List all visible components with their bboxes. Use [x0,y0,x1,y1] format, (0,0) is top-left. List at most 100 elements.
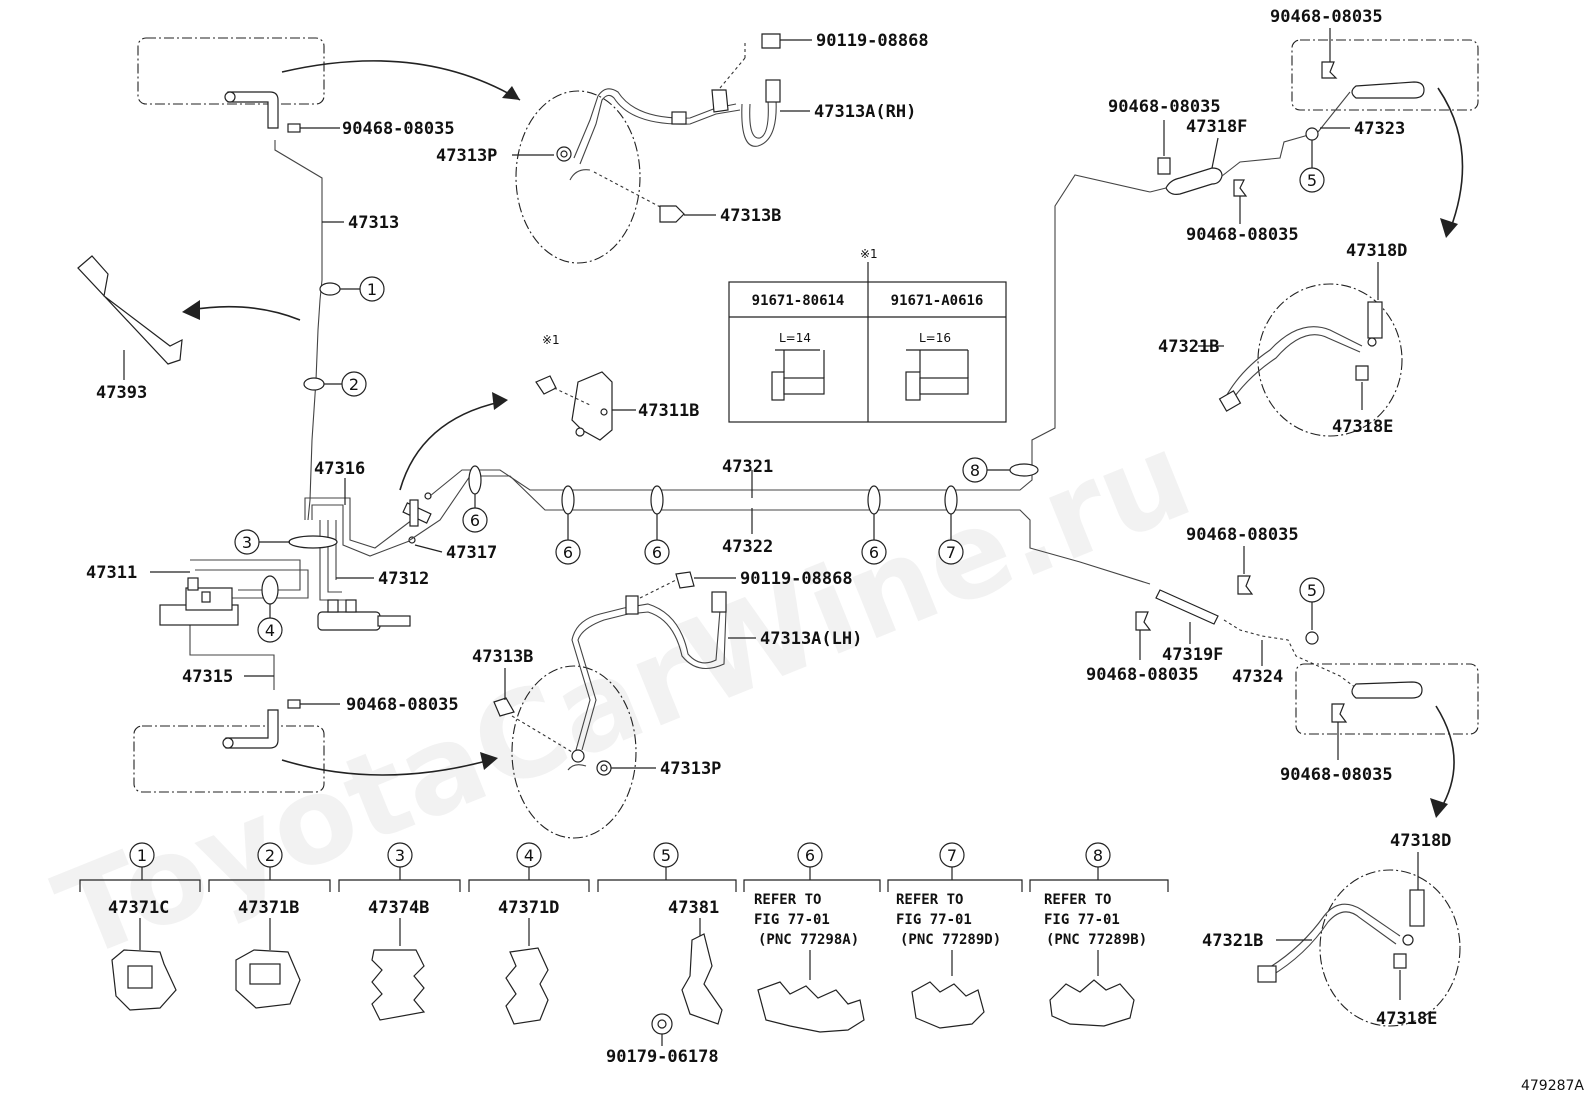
label-47313P-top: 47313P [436,146,497,166]
master-cylinder-cluster [159,497,413,690]
svg-text:8: 8 [1093,846,1103,865]
label-47318F: 47318F [1186,117,1247,137]
label-47321: 47321 [722,457,773,477]
callout-2: 2 [303,371,367,397]
legend-part-4: 47371D [498,898,559,918]
svg-text:3: 3 [395,846,405,865]
label-47316: 47316 [314,459,365,479]
legend-item-6: 6 REFER TO FIG 77-01 (PNC 77298A) [754,842,865,1033]
svg-text:2: 2 [349,375,359,394]
callout-6d: 6 [861,514,887,565]
legend-refer-7-line1: REFER TO [896,892,963,908]
label-90468-r2: 90468-08035 [1186,225,1299,245]
label-47323: 47323 [1354,119,1405,139]
label-47318E-bot: 47318E [1376,1009,1437,1029]
svg-text:1: 1 [367,280,377,299]
label-47324: 47324 [1232,667,1283,687]
callout-6c: 6 [644,514,670,565]
label-47318D-bot: 47318D [1390,831,1451,851]
label-47313B-top: 47313B [720,206,781,226]
callout-8: 8 [962,457,1010,483]
bolt-table-col2-len: L=16 [919,331,951,345]
rear-left-wheel-region: 90468-08035 [133,695,498,793]
legend-refer-7-line3: (PNC 77289D) [900,932,1001,948]
watermark: ToyotaCarWine.ru [39,406,1209,987]
rear-right-top-hose: 47318D 47321B 47318E [1158,241,1407,437]
label-47322: 47322 [722,537,773,557]
label-47313A-rh: 47313A(RH) [814,102,916,122]
legend-item-3: 3 47374B [368,842,429,1021]
svg-text:5: 5 [661,846,671,865]
legend-part-3: 47374B [368,898,429,918]
legend-item-4: 4 47371D [498,842,559,1025]
label-47313P-bot: 47313P [660,759,721,779]
label-47318E-top: 47318E [1332,417,1393,437]
legend-part-5: 47381 [668,898,719,918]
callout-3: 3 [234,529,290,555]
front-left-wheel-region [137,37,521,129]
legend-part-1: 47371C [108,898,169,918]
union-47317 [399,392,508,544]
label-90468-bl: 90468-08035 [346,695,459,715]
bolt-table-col1-len: L=14 [779,331,811,345]
svg-text:4: 4 [265,621,275,640]
bolt-table-col2-part: 91671-A0616 [891,293,984,309]
bolt-table-col1-part: 91671-80614 [752,293,845,309]
svg-text:7: 7 [946,543,956,562]
label-47312: 47312 [378,569,429,589]
label-47311B: 47311B [638,401,699,421]
label-47311: 47311 [86,563,137,583]
label-90468-tr: 90468-08035 [1270,7,1383,27]
callout-4: 4 [257,604,283,643]
legend: 1 47371C 2 47371B 3 47374B 4 [79,842,1169,1067]
figure-code: 479287A [1521,1078,1584,1094]
legend-refer-7-line2: FIG 77-01 [896,912,972,928]
label-47393: 47393 [96,383,147,403]
ref-symbol-table: ※1 [860,247,878,261]
callout-1: 1 [319,276,385,302]
label-47317: 47317 [446,543,497,563]
label-90468-tl: 90468-08035 [342,119,455,139]
ref-symbol-47311B: ※1 [542,333,560,347]
legend-refer-6-line1: REFER TO [754,892,821,908]
pipe-47313: 47313 [274,140,399,521]
svg-text:1: 1 [137,846,147,865]
legend-sub-5: 90179-06178 [606,1047,719,1067]
svg-text:4: 4 [524,846,534,865]
rear-right-top-region: 90468-08035 90468-08035 47318F 90468-080… [1108,7,1479,245]
bracket-47393: 47393 [77,255,301,403]
svg-text:6: 6 [805,846,815,865]
legend-item-5: 5 47381 90179-06178 [606,842,723,1067]
svg-text:6: 6 [563,543,573,562]
svg-text:6: 6 [470,511,480,530]
label-90468-r3: 90468-08035 [1186,525,1299,545]
label-47315: 47315 [182,667,233,687]
legend-refer-8-line2: FIG 77-01 [1044,912,1120,928]
svg-text:3: 3 [242,533,252,552]
label-90468-r5: 90468-08035 [1280,765,1393,785]
clip-90468-top-left: 90468-08035 [287,119,455,139]
svg-text:5: 5 [1307,581,1317,600]
label-90119-mid: 90119-08868 [740,569,853,589]
callout-6a: 6 [462,494,488,533]
callout-6b: 6 [555,514,581,565]
front-rh-hose-assembly: 90119-08868 47313A(RH) 47313P 47313B [436,31,929,264]
svg-text:8: 8 [970,461,980,480]
svg-text:5: 5 [1307,171,1317,190]
label-47321B-bot: 47321B [1202,931,1263,951]
rear-right-bottom-hose: 47318D 47321B 47318E [1202,831,1461,1029]
legend-part-2: 47371B [238,898,299,918]
label-47319F: 47319F [1162,645,1223,665]
legend-item-7: 7 REFER TO FIG 77-01 (PNC 77289D) [896,842,1001,1029]
legend-item-1: 1 47371C [108,842,177,1011]
legend-refer-8-line1: REFER TO [1044,892,1111,908]
labels-master-cylinder: 47316 47311 47312 47317 47315 [86,459,497,687]
bolt-table: ※1 91671-80614 91671-A0616 L=14 L=16 [728,247,1007,423]
bracket-47311B: 47311B ※1 [535,333,699,441]
svg-text:2: 2 [265,846,275,865]
label-47321B-top: 47321B [1158,337,1219,357]
front-lh-hose-assembly: 90119-08868 47313A(LH) 47313B 47313P [472,569,862,839]
svg-text:6: 6 [652,543,662,562]
label-90119-top: 90119-08868 [816,31,929,51]
